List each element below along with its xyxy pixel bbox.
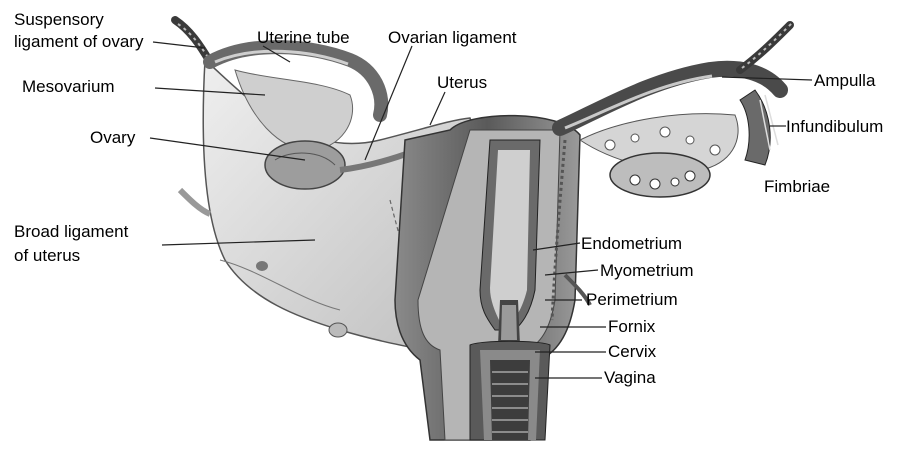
label-mesovarium: Mesovarium (22, 77, 115, 97)
label-suspensory-ligament-line2: ligament of ovary (14, 32, 143, 52)
suspensory-ligament-shape (175, 20, 210, 62)
label-cervix: Cervix (608, 342, 656, 362)
label-ampulla: Ampulla (814, 71, 875, 91)
label-broad-ligament-line2: of uterus (14, 246, 80, 266)
label-endometrium: Endometrium (581, 234, 682, 254)
label-perimetrium: Perimetrium (586, 290, 678, 310)
label-fornix: Fornix (608, 317, 655, 337)
label-ovary: Ovary (90, 128, 135, 148)
label-myometrium: Myometrium (600, 261, 694, 281)
label-uterine-tube: Uterine tube (257, 28, 350, 48)
label-vagina: Vagina (604, 368, 656, 388)
label-ovarian-ligament: Ovarian ligament (388, 28, 517, 48)
label-infundibulum: Infundibulum (786, 117, 883, 137)
label-suspensory-ligament-line1: Suspensory (14, 10, 104, 30)
label-fimbriae: Fimbriae (764, 177, 830, 197)
label-broad-ligament-line1: Broad ligament (14, 222, 128, 242)
ovary-left-shape (265, 141, 345, 189)
label-uterus: Uterus (437, 73, 487, 93)
